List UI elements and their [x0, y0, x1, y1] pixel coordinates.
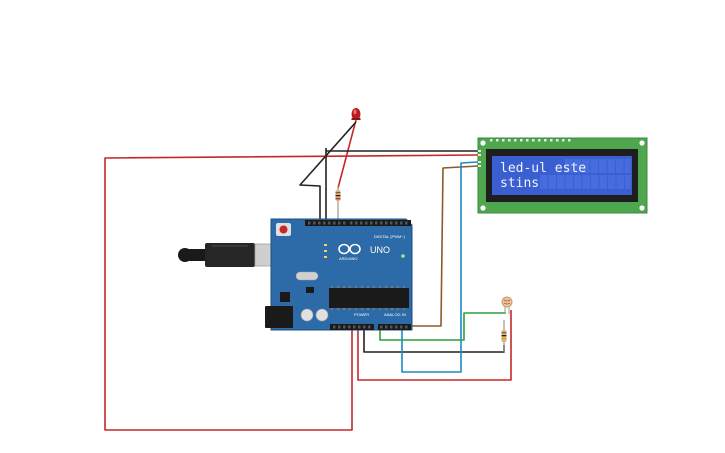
wire-red-5v-loop[interactable]	[104, 154, 479, 431]
board-brand: ARDUINO	[339, 256, 357, 261]
lcd-line-2: stins	[500, 176, 539, 191]
power-label: POWER	[354, 312, 369, 317]
lcd-header-pins	[490, 139, 571, 142]
photoresistor[interactable]	[501, 296, 513, 314]
analog-label: ANALOG IN	[384, 312, 406, 317]
red-led[interactable]	[351, 108, 361, 120]
resistor-ldr[interactable]	[501, 320, 507, 352]
wires	[104, 119, 512, 431]
board-model: UNO	[370, 245, 390, 255]
digital-header[interactable]	[305, 220, 411, 226]
wire-red-ldr[interactable]	[357, 310, 512, 381]
digital-label: DIGITAL (PWM~)	[374, 234, 406, 239]
power-jack[interactable]	[265, 306, 293, 328]
resistor-led[interactable]	[335, 186, 341, 222]
lcd-16x2-display[interactable]: led-ul este stins	[477, 137, 648, 214]
usb-cable[interactable]	[178, 243, 284, 267]
power-header[interactable]	[330, 324, 374, 330]
analog-header[interactable]	[378, 324, 411, 330]
wire-black-lcd[interactable]	[325, 148, 478, 222]
lcd-line-1: led-ul este	[500, 161, 586, 176]
wire-blue-lcd[interactable]	[401, 161, 479, 373]
digital-pins	[308, 221, 408, 225]
lcd-cells	[540, 159, 631, 189]
microcontroller-chip	[329, 288, 409, 308]
wire-black-ldr-gnd[interactable]	[363, 330, 505, 353]
arduino-logo-icon	[338, 243, 361, 255]
wire-green-ldr[interactable]	[379, 312, 506, 341]
wire-red-led-resistor[interactable]	[337, 119, 357, 189]
wire-brown-lcd[interactable]	[410, 165, 479, 327]
wire-black-led-gnd[interactable]	[299, 121, 357, 222]
arduino-uno-board[interactable]: DIGITAL (PWM~) UNO ARDUINO POWER ANALOG …	[265, 218, 413, 331]
